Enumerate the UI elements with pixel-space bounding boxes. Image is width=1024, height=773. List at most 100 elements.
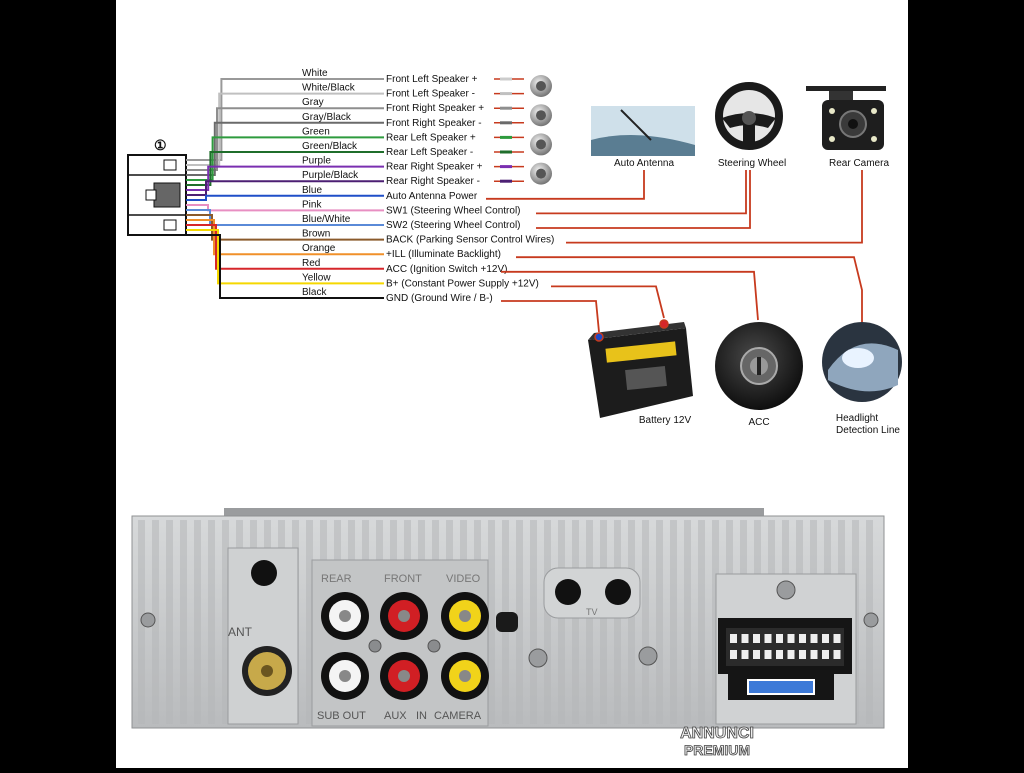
watermark-logo: ANNUNCI PREMIUM (680, 725, 755, 758)
arrow-layer (486, 75, 863, 333)
wire-function-label: GND (Ground Wire / B-) (386, 293, 493, 304)
fin (684, 520, 691, 724)
fuse (747, 679, 815, 695)
rear-camera-device: Rear Camera (806, 86, 889, 169)
connector-pin (730, 634, 737, 643)
connector-pin (833, 650, 841, 659)
wire-black (186, 234, 384, 299)
wire-color-label: Blue (302, 185, 322, 196)
wire-function-label: Rear Right Speaker + (386, 162, 483, 173)
fin (572, 520, 579, 724)
wire-orange (186, 219, 384, 256)
wire-color-label: Red (302, 258, 320, 269)
wire-function-label: BACK (Parking Sensor Control Wires) (386, 235, 554, 246)
fin (656, 520, 663, 724)
wire-color-label: Purple/Black (302, 170, 359, 181)
speaker-icon (530, 75, 552, 97)
headlight-device: Headlight Detection Line (822, 322, 902, 436)
route-headlight (516, 256, 863, 322)
wire-purple (186, 165, 384, 191)
fin (628, 520, 635, 724)
wire-color-label: Green/Black (302, 141, 358, 152)
fin (152, 520, 159, 724)
wire-green-black (186, 151, 384, 186)
fin (586, 520, 593, 724)
fin (698, 520, 705, 724)
fin (558, 520, 565, 724)
head-unit-rear-panel: ANT REAR FRONT VIDEO SUB OUT AUX (131, 508, 885, 729)
screw (427, 639, 441, 653)
headlight-label-2: Detection Line (836, 425, 900, 436)
tv-label: TV (586, 607, 598, 617)
wire-gray (186, 107, 384, 171)
rca-aux-red (380, 652, 428, 700)
rca-rear-white (321, 592, 369, 640)
wire-blue (186, 194, 384, 201)
connector-pin (776, 650, 783, 659)
wire-purple-black (186, 180, 384, 196)
connector-pin (730, 650, 737, 659)
wire-red (186, 224, 384, 270)
route-sw1 (536, 170, 747, 215)
mount-hole (251, 560, 277, 586)
connector-pin (764, 634, 772, 643)
fin (180, 520, 187, 724)
connector-pin (822, 650, 829, 659)
rca-video-yellow (441, 592, 489, 640)
camera-label: Rear Camera (829, 158, 889, 169)
harness-socket (718, 618, 852, 700)
watermark-line2: PREMIUM (684, 742, 750, 758)
wire-color-label: Pink (302, 199, 322, 210)
fin (530, 520, 537, 724)
route-antenna (486, 170, 645, 200)
wire-function-label: +ILL (Illuminate Backlight) (386, 249, 501, 260)
fin (516, 520, 523, 724)
connector-pin (741, 650, 749, 659)
screw (863, 612, 879, 628)
wire-layer (186, 78, 384, 299)
wire-white-black (186, 92, 384, 166)
antenna-label: Auto Antenna (614, 158, 674, 169)
wire-function-label: Front Left Speaker - (386, 89, 475, 100)
screw (638, 646, 658, 666)
wire-color-label: Gray/Black (302, 112, 352, 123)
wire-yellow (186, 229, 384, 285)
video-label: VIDEO (446, 573, 481, 585)
wire-function-label: Front Right Speaker + (386, 103, 484, 114)
connector-pin (753, 650, 760, 659)
grommet (496, 612, 518, 632)
route-camera (566, 170, 863, 244)
acc-device: ACC (715, 322, 803, 428)
wire-brown (186, 214, 384, 241)
wire-color-label: Black (302, 287, 327, 298)
connector-pin (799, 650, 806, 659)
wire-gray-black (186, 121, 384, 176)
speaker-icon (530, 133, 552, 156)
fin (208, 520, 215, 724)
connector-pin (833, 634, 841, 643)
wire-function-label: ACC (Ignition Switch +12V) (386, 264, 507, 275)
fin (488, 520, 495, 724)
connector-pin (776, 634, 783, 643)
screw (528, 648, 548, 668)
wire-color-label: Purple (302, 156, 331, 167)
wire-color-label: Orange (302, 243, 336, 254)
rca-front-red (380, 592, 428, 640)
screw (368, 639, 382, 653)
connector-pin (764, 650, 772, 659)
auto-antenna-device: Auto Antenna (591, 106, 695, 169)
aux-label: AUX (384, 710, 407, 722)
wire-function-label: Front Right Speaker - (386, 118, 482, 129)
rear-label: REAR (321, 573, 352, 585)
connector-pin (787, 634, 795, 643)
wire-function-label: SW2 (Steering Wheel Control) (386, 220, 521, 231)
fin (670, 520, 677, 724)
wire-function-label: Front Left Speaker + (386, 74, 478, 85)
connector-pin (787, 650, 795, 659)
screw (776, 580, 796, 600)
connector-pin (753, 634, 760, 643)
ant-label: ANT (228, 625, 253, 639)
